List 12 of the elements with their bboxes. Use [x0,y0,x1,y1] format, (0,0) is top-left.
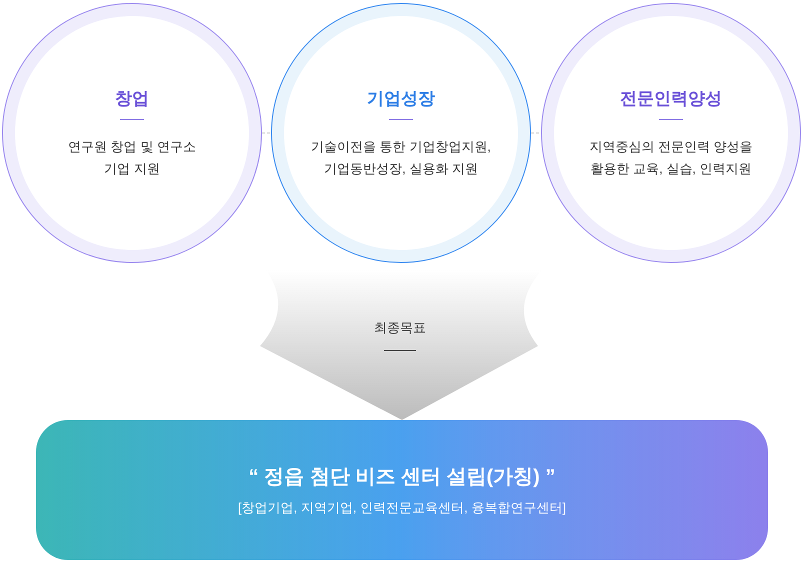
circle-title: 전문인력양성 [620,88,722,110]
banner-subtitle: [창업기업, 지역기업, 인력전문교육센터, 융복합연구센터] [238,499,566,518]
goal-banner [36,420,768,560]
circle-description: 지역중심의 전문인력 양성을 활용한 교육, 실습, 인력지원 [588,138,754,178]
banner-title: “ 정읍 첨단 비즈 센터 설립(가칭) ” [248,465,556,490]
circle-title: 창업 [115,88,149,110]
circle-title: 기업성장 [367,88,435,110]
edge-label: 최종목표 [374,319,426,337]
circle-description: 기술이전을 통한 기업창업지원, 기업동반성장, 실용화 지원 [310,138,492,178]
connector-line [530,132,542,134]
circle-description: 연구원 창업 및 연구소 기업 지원 [67,138,197,178]
connector-line [262,132,272,134]
